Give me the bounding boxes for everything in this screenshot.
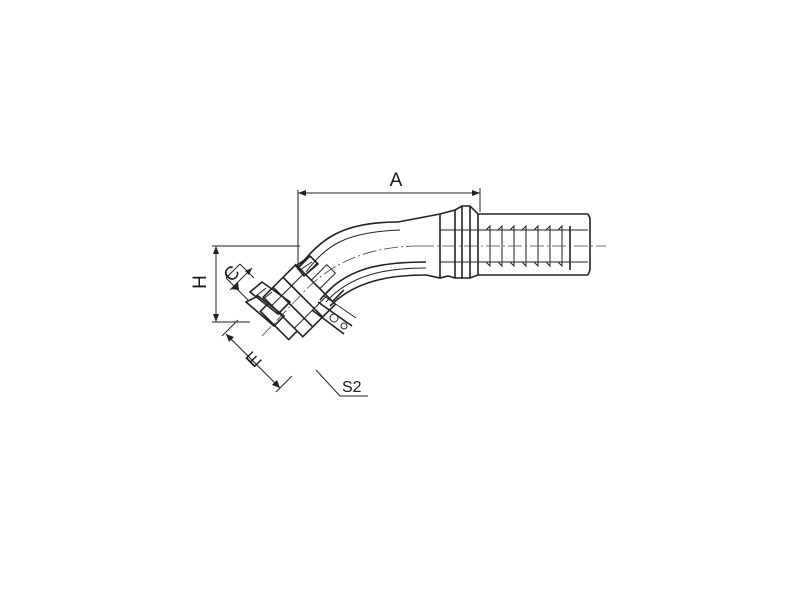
leader-s2: S2	[315, 369, 368, 397]
dimension-h: H	[190, 245, 300, 323]
dimension-e: E	[221, 319, 293, 393]
dimension-c: C	[220, 262, 255, 301]
center-lines	[261, 245, 606, 337]
label-e: E	[242, 348, 266, 372]
barb-ridges	[485, 224, 571, 270]
label-a: A	[390, 170, 403, 191]
hose-tail	[397, 205, 591, 279]
swivel-nut	[259, 255, 345, 341]
label-h: H	[190, 275, 211, 289]
collar-rings	[294, 254, 357, 335]
dimension-a: A	[297, 170, 481, 270]
seat-cone	[244, 280, 292, 328]
label-s2: S2	[342, 379, 362, 396]
label-c: C	[220, 262, 245, 287]
